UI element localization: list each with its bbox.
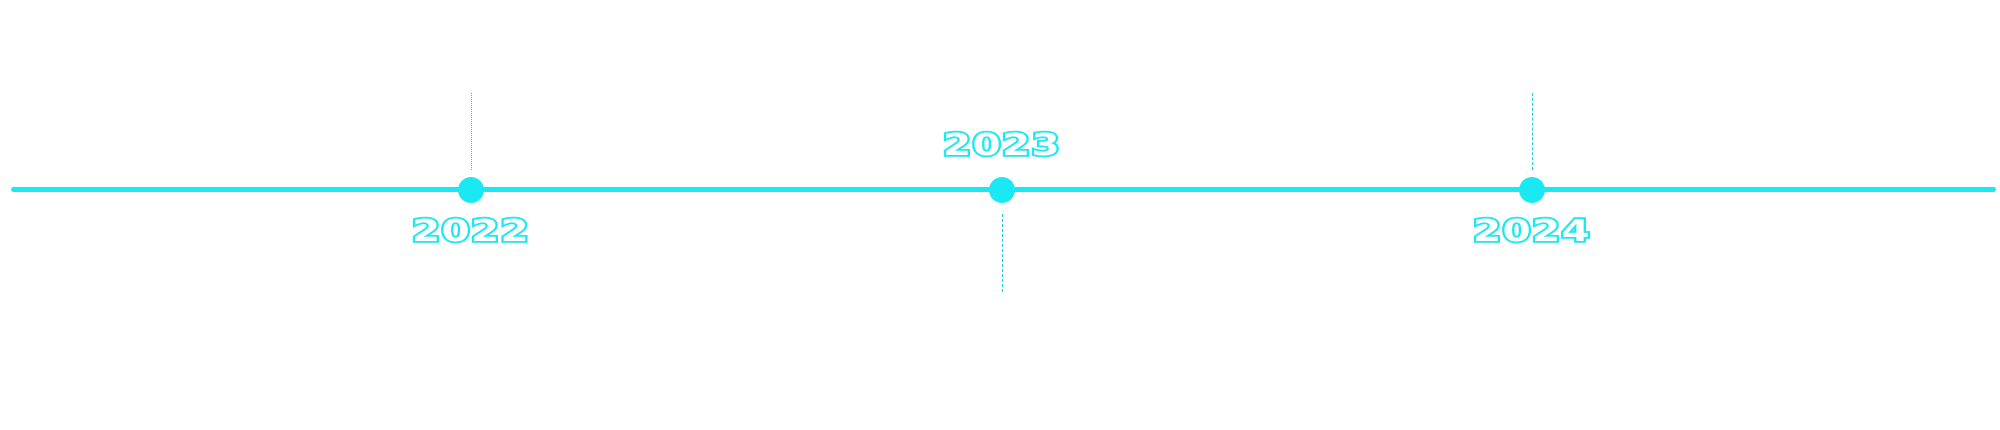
milestone-year-label: 2023 bbox=[941, 128, 1063, 163]
milestone-connector-line bbox=[1532, 93, 1533, 170]
milestone-year-label: 2024 bbox=[1471, 214, 1593, 249]
milestone-dot bbox=[989, 177, 1015, 203]
milestone-connector-line bbox=[471, 93, 472, 170]
milestone-dot bbox=[458, 177, 484, 203]
milestone-year-label: 2022 bbox=[410, 214, 531, 249]
milestone-dot bbox=[1519, 177, 1545, 203]
milestone-connector-line bbox=[1002, 214, 1003, 292]
